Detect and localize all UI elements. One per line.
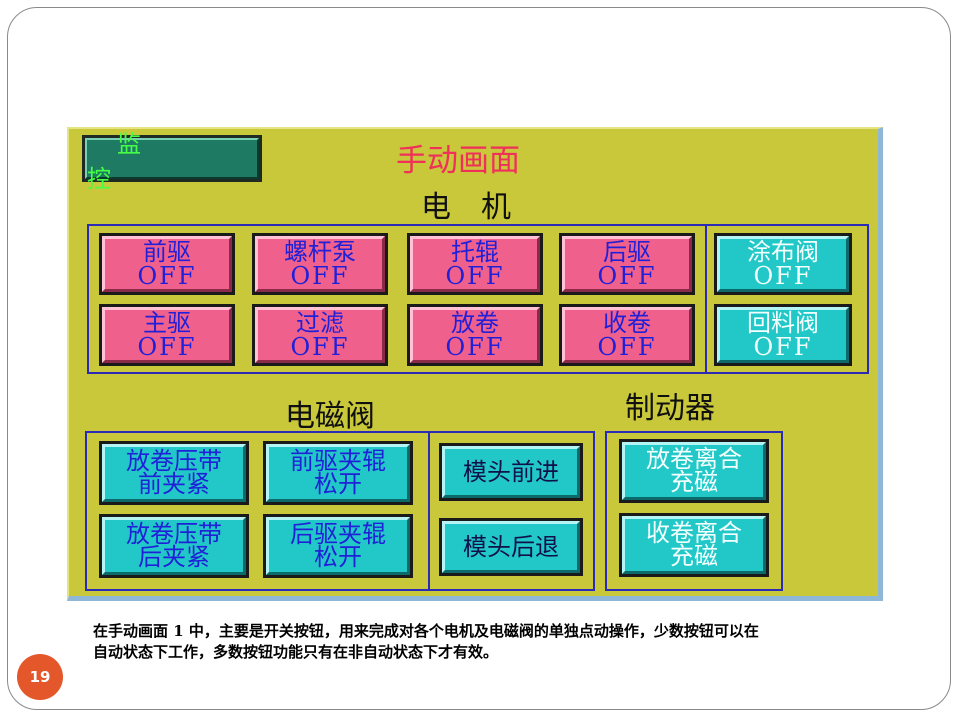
solenoid-label-line1: 放卷压带 xyxy=(126,520,222,549)
motor-label: 后驱 xyxy=(603,238,651,266)
solenoid-label-line1: 放卷压带 xyxy=(126,447,222,476)
motor-state: OFF xyxy=(445,333,505,361)
monitor-button-label: 监 控 xyxy=(85,130,259,193)
solenoid-label-line2: 松开 xyxy=(314,543,362,571)
motor-group-divider xyxy=(705,224,707,374)
motor-state: OFF xyxy=(445,262,505,290)
brake-heading: 制动器 xyxy=(625,391,715,426)
brake-group-box xyxy=(605,431,783,591)
solenoid-button-unwind-belt-front-clamp[interactable]: 放卷压带前夹紧 xyxy=(99,441,249,505)
die-backward-button[interactable]: 模头后退 xyxy=(439,518,583,576)
motor-state: OFF xyxy=(597,262,657,290)
solenoid-label-line2: 松开 xyxy=(314,470,362,498)
motor-state: OFF xyxy=(290,333,350,361)
die-label: 模头后退 xyxy=(463,533,559,561)
caption-line-1: 在手动画面 1 中，主要是开关按钮，用来完成对各个电机及电磁阀的单独点动操作，少… xyxy=(93,622,759,640)
solenoid-button-unwind-belt-rear-clamp[interactable]: 放卷压带后夹紧 xyxy=(99,514,249,578)
caption-line-2: 自动状态下工作，多数按钮功能只有在非自动状态下才有效。 xyxy=(93,643,499,661)
motor-state: OFF xyxy=(597,333,657,361)
motor-label: 托辊 xyxy=(451,238,499,266)
motor-state: OFF xyxy=(290,262,350,290)
motor-state: OFF xyxy=(137,262,197,290)
solenoid-label-line2: 前夹紧 xyxy=(138,470,210,498)
solenoid-label-line1: 前驱夹辊 xyxy=(290,447,386,476)
solenoid-label-line1: 后驱夹辊 xyxy=(290,520,386,549)
valve-label: 涂布阀 xyxy=(747,238,819,266)
slide-caption: 在手动画面 1 中，主要是开关按钮，用来完成对各个电机及电磁阀的单独点动操作，少… xyxy=(93,621,933,663)
die-forward-button[interactable]: 模头前进 xyxy=(439,443,583,501)
motor-group-box xyxy=(87,224,869,374)
solenoid-group-divider xyxy=(428,431,430,591)
motor-label: 前驱 xyxy=(143,238,191,266)
motor-label: 放卷 xyxy=(451,309,499,337)
brake-button-unwind-clutch-magnetize[interactable]: 放卷离合充磁 xyxy=(619,439,769,503)
valve-state: OFF xyxy=(753,262,813,290)
valve-state: OFF xyxy=(753,333,813,361)
solenoid-heading: 电磁阀 xyxy=(285,399,375,434)
solenoid-button-front-drive-nip-release[interactable]: 前驱夹辊松开 xyxy=(263,441,413,505)
brake-label-line1: 收卷离合 xyxy=(646,519,742,548)
motor-label: 主驱 xyxy=(143,309,191,337)
monitor-button[interactable]: 监 控 xyxy=(82,130,262,193)
solenoid-group-box xyxy=(85,431,595,591)
motor-state: OFF xyxy=(137,333,197,361)
valve-label: 回料阀 xyxy=(747,309,819,337)
solenoid-button-rear-drive-nip-release[interactable]: 后驱夹辊松开 xyxy=(263,514,413,578)
solenoid-label-line2: 后夹紧 xyxy=(138,543,210,571)
brake-label-line2: 充磁 xyxy=(670,468,718,496)
page-number-badge: 19 xyxy=(17,654,63,700)
brake-label-line1: 放卷离合 xyxy=(646,445,742,474)
motor-label: 过滤 xyxy=(296,309,344,337)
brake-label-line2: 充磁 xyxy=(670,542,718,570)
motor-heading: 电 机 xyxy=(421,190,511,225)
brake-button-rewind-clutch-magnetize[interactable]: 收卷离合充磁 xyxy=(619,513,769,577)
die-label: 模头前进 xyxy=(463,458,559,486)
motor-label: 收卷 xyxy=(603,309,651,337)
screen-title: 手动画面 xyxy=(396,143,520,179)
motor-label: 螺杆泵 xyxy=(284,238,356,266)
